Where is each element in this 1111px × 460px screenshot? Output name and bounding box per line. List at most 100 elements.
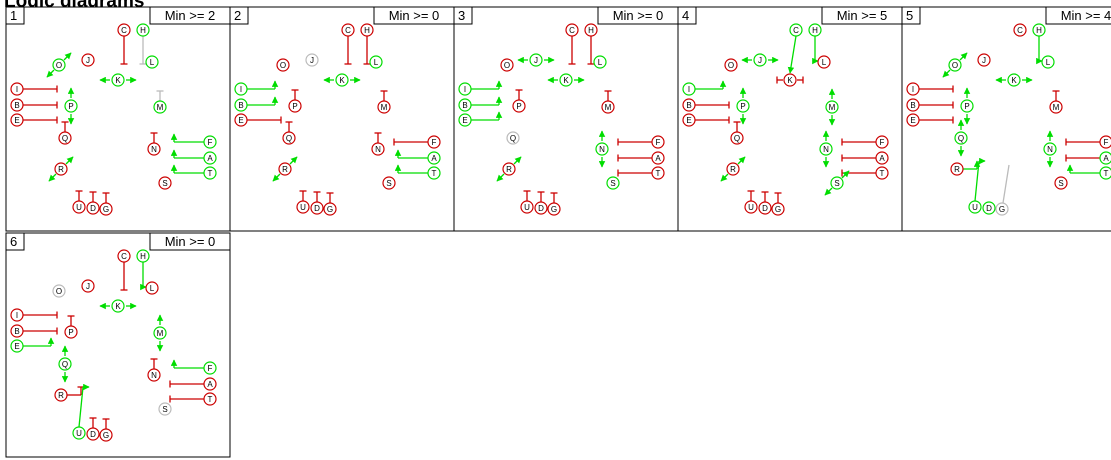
node-label: P <box>68 328 73 337</box>
node-circle <box>682 82 696 96</box>
node-c: C <box>341 23 355 37</box>
node-circle <box>906 98 920 112</box>
node-circle <box>341 23 355 37</box>
node-a: A <box>875 151 889 165</box>
node-label: K <box>563 76 569 85</box>
node-r: R <box>54 162 68 176</box>
node-h: H <box>1032 23 1046 37</box>
node-q: Q <box>58 131 72 145</box>
node-label: G <box>103 205 109 214</box>
node-circle <box>335 73 349 87</box>
node-circle <box>771 202 785 216</box>
node-circle <box>730 131 744 145</box>
node-e: E <box>10 113 24 127</box>
node-label: L <box>1046 58 1051 67</box>
node-f: F <box>203 135 217 149</box>
node-d: D <box>310 201 324 215</box>
node-g: G <box>99 428 113 442</box>
node-label: N <box>151 145 157 154</box>
node-label: B <box>14 327 19 336</box>
node-n: N <box>371 142 385 156</box>
node-label: E <box>910 116 915 125</box>
node-circle <box>1049 100 1063 114</box>
edge-R-b <box>48 173 57 182</box>
node-label: I <box>240 85 242 94</box>
node-circle <box>153 100 167 114</box>
node-circle <box>276 58 290 72</box>
node-i: I <box>10 308 24 322</box>
node-label: L <box>150 284 155 293</box>
node-circle <box>950 162 964 176</box>
node-circle <box>977 53 991 67</box>
node-b: B <box>458 98 472 112</box>
node-f: F <box>203 361 217 375</box>
node-b: B <box>906 98 920 112</box>
node-m: M <box>377 100 391 114</box>
node-d: D <box>758 201 772 215</box>
node-circle <box>783 73 797 87</box>
node-circle <box>153 326 167 340</box>
node-d: D <box>86 427 100 441</box>
node-label: L <box>150 58 155 67</box>
node-circle <box>203 166 217 180</box>
node-label: A <box>1103 154 1109 163</box>
node-circle <box>529 53 543 67</box>
node-circle <box>982 201 996 215</box>
node-label: H <box>140 252 146 261</box>
node-label: I <box>464 85 466 94</box>
node-label: G <box>327 205 333 214</box>
node-circle <box>10 98 24 112</box>
node-label: B <box>14 101 19 110</box>
panel-index: 3 <box>458 8 465 23</box>
node-circle <box>547 202 561 216</box>
node-label: J <box>982 56 986 65</box>
node-b: B <box>234 98 248 112</box>
node-label: O <box>56 61 62 70</box>
node-label: F <box>880 138 885 147</box>
node-circle <box>1013 23 1027 37</box>
node-s: S <box>606 176 620 190</box>
edge-R-b <box>720 173 729 182</box>
node-i: I <box>10 82 24 96</box>
node-label: M <box>605 103 612 112</box>
threshold-label: Min >= 5 <box>837 8 888 23</box>
node-circle <box>559 73 573 87</box>
node-circle <box>825 100 839 114</box>
edges <box>247 36 428 203</box>
node-s: S <box>382 176 396 190</box>
node-circle <box>1054 176 1068 190</box>
edges <box>471 36 652 203</box>
panel-index: 4 <box>682 8 689 23</box>
node-e: E <box>682 113 696 127</box>
node-label: D <box>314 204 320 213</box>
node-circle <box>136 249 150 263</box>
node-l: L <box>817 55 831 69</box>
node-label: J <box>86 282 90 291</box>
node-circle <box>54 388 68 402</box>
node-r: R <box>950 162 964 176</box>
node-l: L <box>145 281 159 295</box>
node-label: P <box>68 102 73 111</box>
node-p: P <box>736 99 750 113</box>
edge-R-a <box>737 156 746 165</box>
node-circle <box>427 135 441 149</box>
node-circle <box>502 162 516 176</box>
node-q: Q <box>58 357 72 371</box>
panel-frame <box>5 6 231 232</box>
node-circle <box>808 23 822 37</box>
node-label: C <box>569 26 575 35</box>
node-circle <box>52 58 66 72</box>
node-circle <box>744 200 758 214</box>
node-circle <box>736 99 750 113</box>
node-label: Q <box>286 134 292 143</box>
node-label: Q <box>734 134 740 143</box>
threshold-label: Min >= 0 <box>165 234 216 249</box>
node-label: S <box>386 179 391 188</box>
edge-R-b <box>496 173 505 182</box>
panel-index-box <box>5 232 25 251</box>
node-circle <box>147 368 161 382</box>
panel-frame <box>5 232 231 458</box>
node-t: T <box>203 392 217 406</box>
